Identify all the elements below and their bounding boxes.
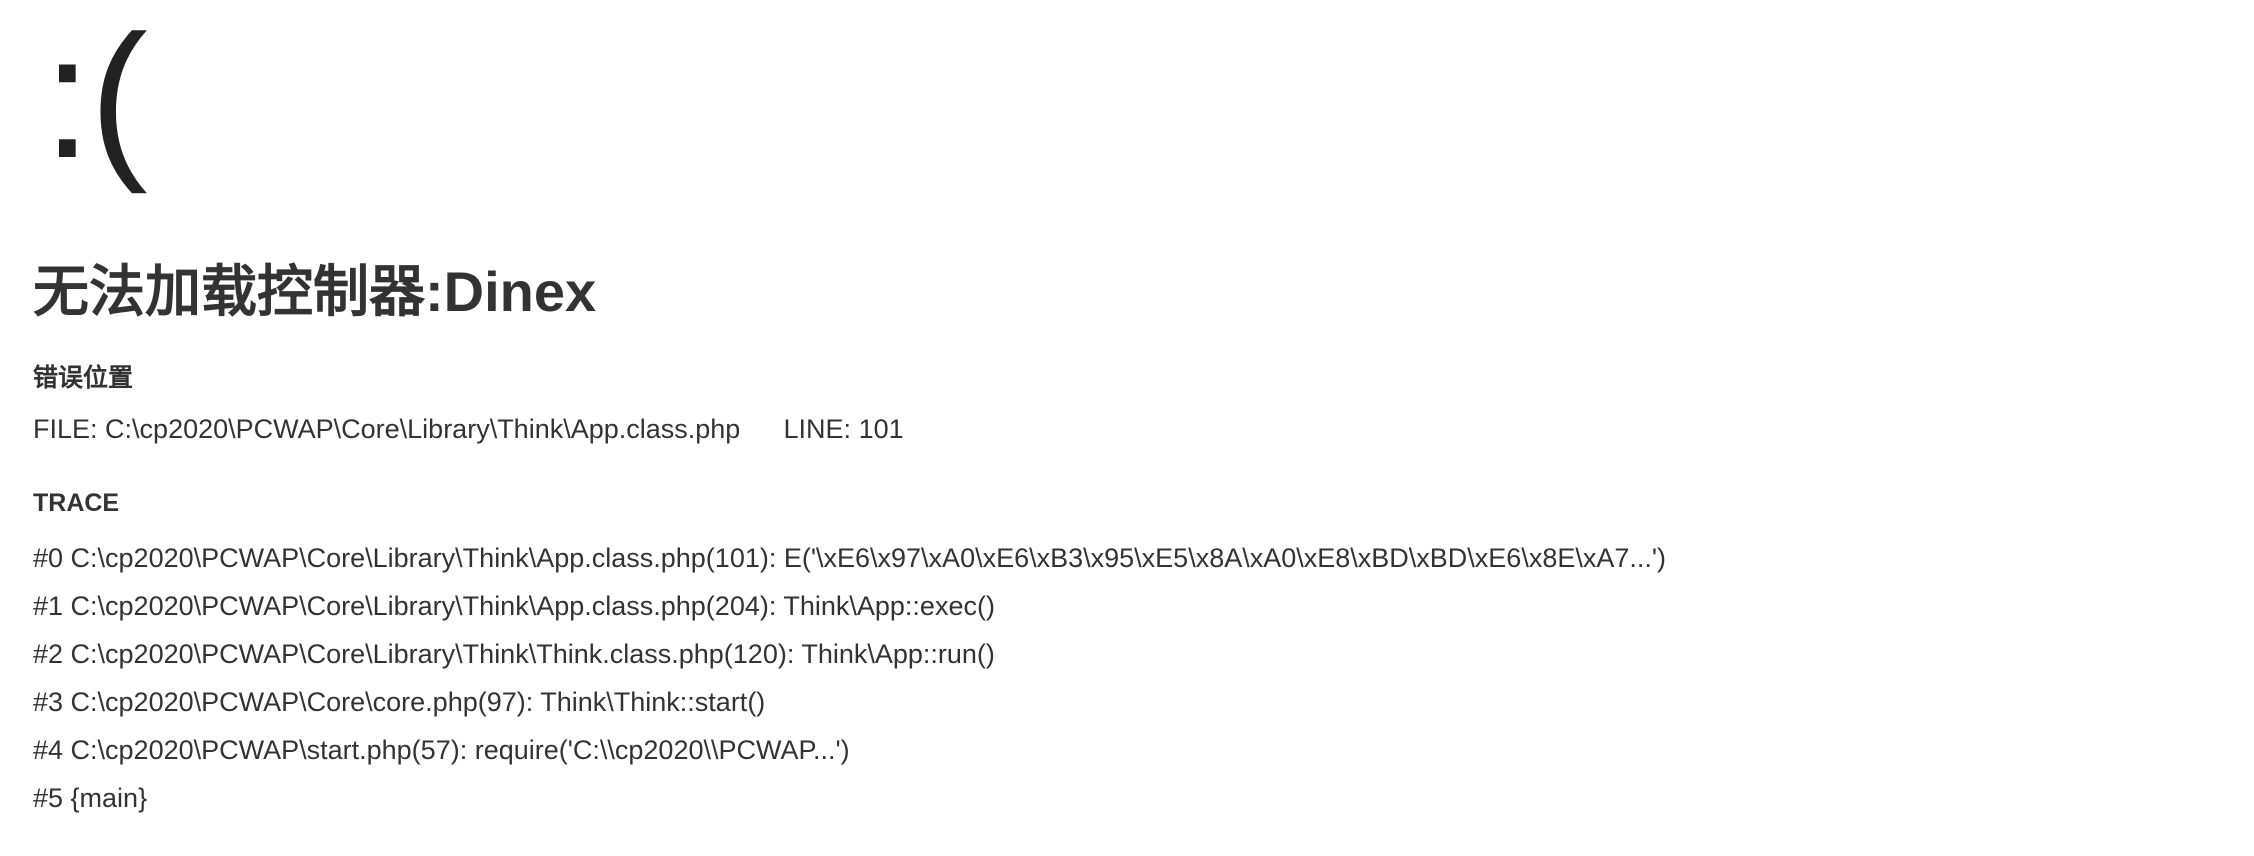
trace-list: #0 C:\cp2020\PCWAP\Core\Library\Think\Ap… [33, 534, 2214, 822]
sad-face-emoticon: :( [43, 0, 148, 195]
trace-line: #2 C:\cp2020\PCWAP\Core\Library\Think\Th… [33, 639, 995, 670]
trace-line: #5 {main} [33, 783, 148, 814]
line-number: 101 [858, 414, 904, 445]
trace-line: #0 C:\cp2020\PCWAP\Core\Library\Think\Ap… [33, 543, 1667, 574]
trace-heading: TRACE [33, 489, 120, 518]
error-location: FILE: C:\cp2020\PCWAP\Core\Library\Think… [33, 412, 2214, 447]
file-path: C:\cp2020\PCWAP\Core\Library\Think\App.c… [105, 414, 741, 445]
trace-line: #3 C:\cp2020\PCWAP\Core\core.php(97): Th… [33, 687, 766, 718]
line-info: LINE: 101 [784, 414, 904, 444]
error-title: 无法加载控制器:Dinex [33, 259, 597, 323]
trace-line: #1 C:\cp2020\PCWAP\Core\Library\Think\Ap… [33, 591, 995, 622]
line-label: LINE: [783, 414, 852, 445]
trace-line: #4 C:\cp2020\PCWAP\start.php(57): requir… [33, 735, 850, 766]
error-page: :( 无法加载控制器:Dinex 错误位置 FILE: C:\cp2020\PC… [33, 0, 2214, 822]
error-location-heading: 错误位置 [33, 363, 134, 392]
file-label: FILE: [33, 414, 98, 445]
